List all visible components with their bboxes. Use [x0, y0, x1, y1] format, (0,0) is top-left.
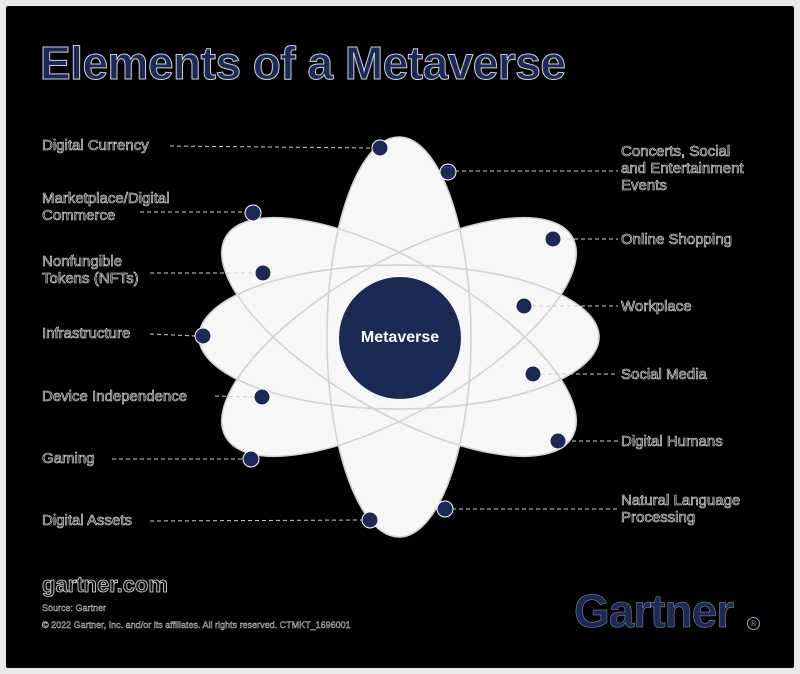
label-digital-humans: Digital Humans: [621, 433, 723, 451]
footer-copyright: © 2022 Gartner, Inc. and/or its affiliat…: [42, 620, 351, 630]
label-online-shopping: Online Shopping: [621, 231, 733, 249]
center-label: Metaverse: [360, 329, 440, 346]
node-marketplace: [244, 204, 262, 222]
label-marketplace-digital-commerce: Marketplace/Digital Commerce: [42, 190, 170, 225]
node-dots: [194, 139, 567, 529]
node-digital-assets: [361, 511, 379, 529]
node-online-shopping: [544, 230, 562, 248]
node-digital-currency: [371, 139, 389, 157]
registered-trademark-icon: ®: [747, 617, 760, 630]
label-digital-currency: Digital Currency: [42, 137, 149, 155]
orbits: [198, 136, 600, 538]
label-workplace: Workplace: [621, 298, 692, 316]
node-workplace: [515, 297, 533, 315]
label-nfts: Nonfungible Tokens (NFTs): [42, 253, 139, 288]
node-digital-humans: [549, 432, 567, 450]
node-gaming: [242, 450, 260, 468]
gartner-logo: Gartner: [574, 585, 735, 638]
footer-source: Source: Gartner: [42, 603, 107, 613]
node-device-independence: [253, 388, 271, 406]
node-concerts: [439, 163, 457, 181]
leader-lines: [112, 145, 618, 522]
node-nlp: [436, 500, 454, 518]
center-circle: [339, 277, 461, 399]
label-digital-assets: Digital Assets: [42, 512, 133, 530]
page-title: Elements of a Metaverse: [39, 37, 566, 90]
node-social-media: [524, 365, 542, 383]
label-device-independence: Device Independence: [42, 388, 188, 406]
footer-url-link[interactable]: gartner.com: [42, 572, 169, 598]
label-social-media: Social Media: [621, 366, 707, 384]
label-natural-language-processing: Natural Language Processing: [621, 492, 741, 527]
node-infrastructure: [194, 327, 212, 345]
label-infrastructure: Infrastructure: [42, 325, 131, 343]
label-gaming: Gaming: [42, 450, 95, 468]
label-concerts-social-entertainment: Concerts, Social and Entertainment Event…: [621, 143, 744, 195]
node-nfts: [254, 264, 272, 282]
